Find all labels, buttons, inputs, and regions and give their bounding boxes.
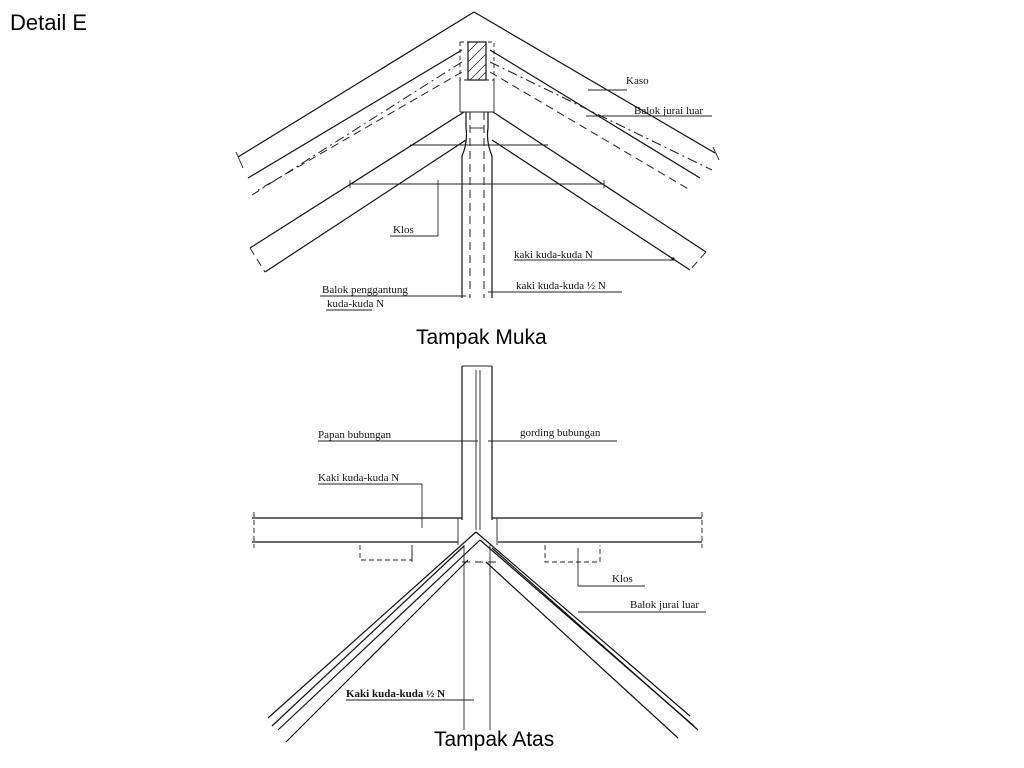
kaki-right-lower (491, 139, 691, 271)
jurai-top-left-3 (271, 545, 465, 727)
leader-kaki-n-dot (671, 257, 675, 261)
top-view-drawing: Papan bubungan gording bubungan Kaki kud… (252, 365, 706, 743)
label-gording-bubungan: gording bubungan (520, 427, 601, 439)
jurai-top-left-4 (285, 559, 469, 743)
kaki-left-lower (264, 139, 467, 273)
kaso-right-line (473, 11, 716, 154)
jurai-top-right-3 (491, 547, 699, 731)
kaso-left-end (235, 151, 244, 169)
label-kaki-kuda-kuda-half-n: kaki kuda-kuda ½ N (516, 280, 606, 292)
label-balok-jurai-luar: Balok jurai luar (634, 105, 703, 117)
klos-block-left (359, 545, 413, 561)
jurai-top-left-2 (277, 539, 481, 731)
front-view-drawing: Kaso Balok jurai luar Klos kaki kuda-kud… (235, 11, 720, 311)
kaso-left-line (237, 11, 475, 158)
label-kaki-kuda-kuda-half-n-top: Kaki kuda-kuda ½ N (346, 688, 445, 700)
jurai-left-solid (247, 49, 463, 179)
label-klos-top: Klos (612, 573, 633, 585)
ridge-block-outline (459, 41, 495, 81)
jurai-top-right-1 (475, 531, 691, 717)
jurai-right-solid (489, 49, 701, 179)
jurai-left-dash (257, 71, 463, 191)
kaso-right-end (712, 146, 720, 161)
top-view-title: Tampak Atas (434, 728, 555, 751)
hatch-2 (467, 43, 487, 63)
label-kuda-kuda-n: kuda-kuda N (327, 298, 384, 310)
label-kaso: Kaso (626, 75, 649, 87)
jurai-top-left-1 (267, 531, 477, 719)
label-balok-penggantung: Balok penggantung (322, 284, 408, 296)
jurai-top-right-4 (485, 561, 679, 739)
post-right-edge (486, 112, 493, 298)
post-left-edge (461, 112, 468, 298)
hatch-4 (469, 63, 487, 81)
ridge-block (467, 41, 487, 81)
kaki-left-upper (249, 111, 465, 249)
label-kaki-kuda-kuda-n-top: Kaki kuda-kuda N (318, 472, 399, 484)
hatch-3 (467, 53, 487, 73)
label-klos: Klos (393, 224, 414, 236)
label-kaki-kuda-kuda-n: kaki kuda-kuda N (514, 249, 593, 261)
klos-block-right (544, 545, 601, 563)
label-papan-bubungan: Papan bubungan (318, 429, 392, 441)
kaki-right-upper (492, 111, 707, 253)
kaki-left-end (249, 247, 266, 273)
hatch-1 (467, 41, 479, 53)
front-view-title: Tampak Muka (416, 326, 547, 349)
hatch-5 (477, 71, 487, 81)
label-balok-jurai-luar-top: Balok jurai luar (630, 599, 699, 611)
kaki-right-end (689, 251, 707, 271)
slide-title: Detail E (10, 10, 88, 35)
